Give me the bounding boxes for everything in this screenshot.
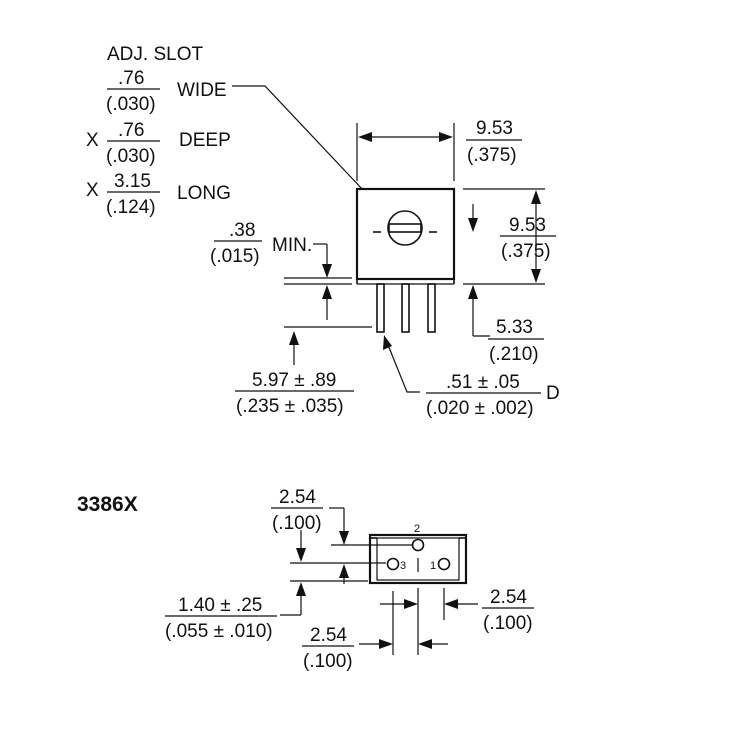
arrowhead	[358, 132, 372, 142]
top-dim-mm: 2.54	[279, 487, 316, 508]
slot-long-label: LONG	[177, 183, 231, 204]
width-in: (.375)	[467, 145, 517, 166]
adjust-slot	[388, 223, 422, 233]
standoff-mm: .38	[229, 220, 255, 241]
arrowhead	[531, 269, 541, 283]
potentiometer-body	[355, 187, 456, 281]
bottom-view: 3386X 2 3 1 2.54 (.100) 1.40 ± .25	[77, 487, 534, 672]
arrowhead	[418, 639, 432, 649]
left-dim-in: (.055 ± .010)	[165, 621, 273, 642]
height-in: (.375)	[501, 241, 551, 262]
arrowhead	[468, 285, 478, 299]
arrowhead	[468, 218, 478, 232]
right-dim-in: (.100)	[483, 613, 533, 634]
slot-deep-label: DEEP	[179, 130, 231, 151]
slot-leader-line	[232, 85, 381, 209]
pin-1-hole	[437, 557, 451, 571]
bottom-dim-mm: 2.54	[310, 625, 347, 646]
arrowhead	[296, 582, 306, 596]
arrowhead	[322, 264, 332, 278]
adjust-rotor-icon	[387, 210, 423, 246]
model-label: 3386X	[77, 493, 138, 516]
pin-3	[376, 283, 385, 333]
height-mm: 9.53	[509, 215, 546, 236]
arrowhead	[322, 285, 332, 299]
pin-dia-mm: .51 ± .05	[446, 372, 520, 393]
width-mm: 9.53	[476, 118, 513, 139]
pin-3-hole	[386, 557, 400, 571]
arrowhead	[404, 599, 418, 609]
arrowhead	[531, 190, 541, 204]
arrowhead	[379, 639, 393, 649]
arrowhead	[289, 331, 299, 345]
bottom-inner-outline	[376, 537, 460, 581]
standoff-in: (.015)	[210, 246, 260, 267]
pin-2-label: 2	[414, 523, 420, 535]
pin-3-label: 3	[400, 560, 406, 572]
slot-deep-prefix: X	[86, 130, 99, 151]
slot-wide-label: WIDE	[177, 80, 227, 101]
standoff-label: MIN.	[272, 235, 312, 256]
top-dim-in: (.100)	[272, 513, 322, 534]
arrowhead	[383, 335, 392, 350]
arrowhead	[296, 548, 306, 562]
pin-dia-leader	[385, 339, 420, 393]
slot-deep-in: (.030)	[106, 146, 156, 167]
arrowhead	[339, 564, 349, 578]
bottom-dim-in: (.100)	[303, 651, 353, 672]
slot-deep-mm: .76	[118, 120, 144, 141]
pin-2	[401, 283, 410, 333]
adj-slot-spec: ADJ. SLOT .76 (.030) WIDE X .76 (.030) D…	[86, 44, 392, 222]
slot-long-in: (.124)	[106, 197, 156, 218]
pin-dia-suffix: D	[546, 383, 560, 404]
pin-1	[427, 283, 436, 333]
slot-wide-in: (.030)	[106, 94, 156, 115]
arrowhead	[444, 599, 458, 609]
slot-wide-mm: .76	[118, 68, 144, 89]
slot-long-prefix: X	[86, 180, 99, 201]
pin-length-mm: 5.97 ± .89	[252, 370, 336, 391]
arrowhead	[439, 132, 453, 142]
arrowhead	[339, 531, 349, 545]
pin-1-label: 1	[430, 560, 436, 572]
left-dim-mm: 1.40 ± .25	[178, 595, 262, 616]
pin-offset-mm: 5.33	[496, 317, 533, 338]
side-view: 9.53 (.375) 9.53 (.375) 5.33 (.210) .38 …	[210, 118, 560, 419]
right-dim-mm: 2.54	[490, 587, 527, 608]
adj-slot-title: ADJ. SLOT	[107, 44, 203, 65]
pin-offset-in: (.210)	[489, 344, 539, 365]
slot-long-mm: 3.15	[114, 171, 151, 192]
pin-dia-in: (.020 ± .002)	[426, 398, 534, 419]
pin-length-in: (.235 ± .035)	[236, 396, 344, 417]
